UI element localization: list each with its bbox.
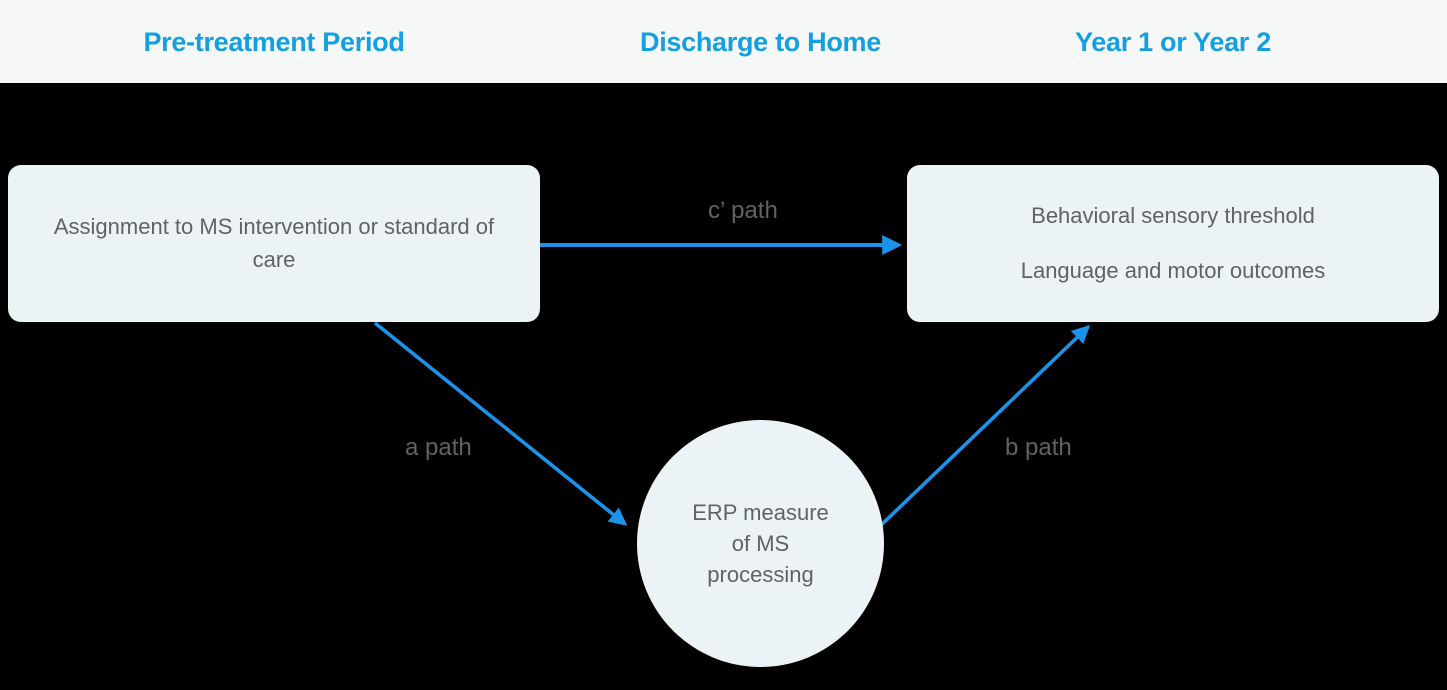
node-mediator-line-1: ERP measure [692,499,829,525]
node-outcome-line-2: Language and motor outcomes [1020,257,1326,283]
header-column-year: Year 1 or Year 2 [1075,27,1271,57]
header-column-pre-treatment: Pre-treatment Period [143,27,405,57]
c-prime-path-label: c’ path [708,197,778,224]
node-mediator-line-3: processing [707,562,814,588]
b-path-arrow [876,325,1091,530]
node-outcome-line-1: Behavioral sensory threshold [1031,202,1315,228]
node-outcome-measures: Behavioral sensory threshold Language an… [907,165,1439,322]
node-mediator-line-2: of MS [731,530,790,556]
node-predictor-text: Assignment to MS intervention or standar… [53,213,495,272]
node-mediator-erp: ERP measure of MS processing [637,420,884,667]
node-mediator-text-group: ERP measure of MS processing [692,497,829,591]
timeline-header-band: Pre-treatment Period Discharge to Home Y… [0,0,1447,83]
header-column-discharge: Discharge to Home [640,27,881,57]
a-path-label: a path [405,434,472,461]
b-path-label: b path [1005,434,1072,461]
a-path-arrow [373,321,628,526]
node-predictor-assignment: Assignment to MS intervention or standar… [8,165,540,322]
